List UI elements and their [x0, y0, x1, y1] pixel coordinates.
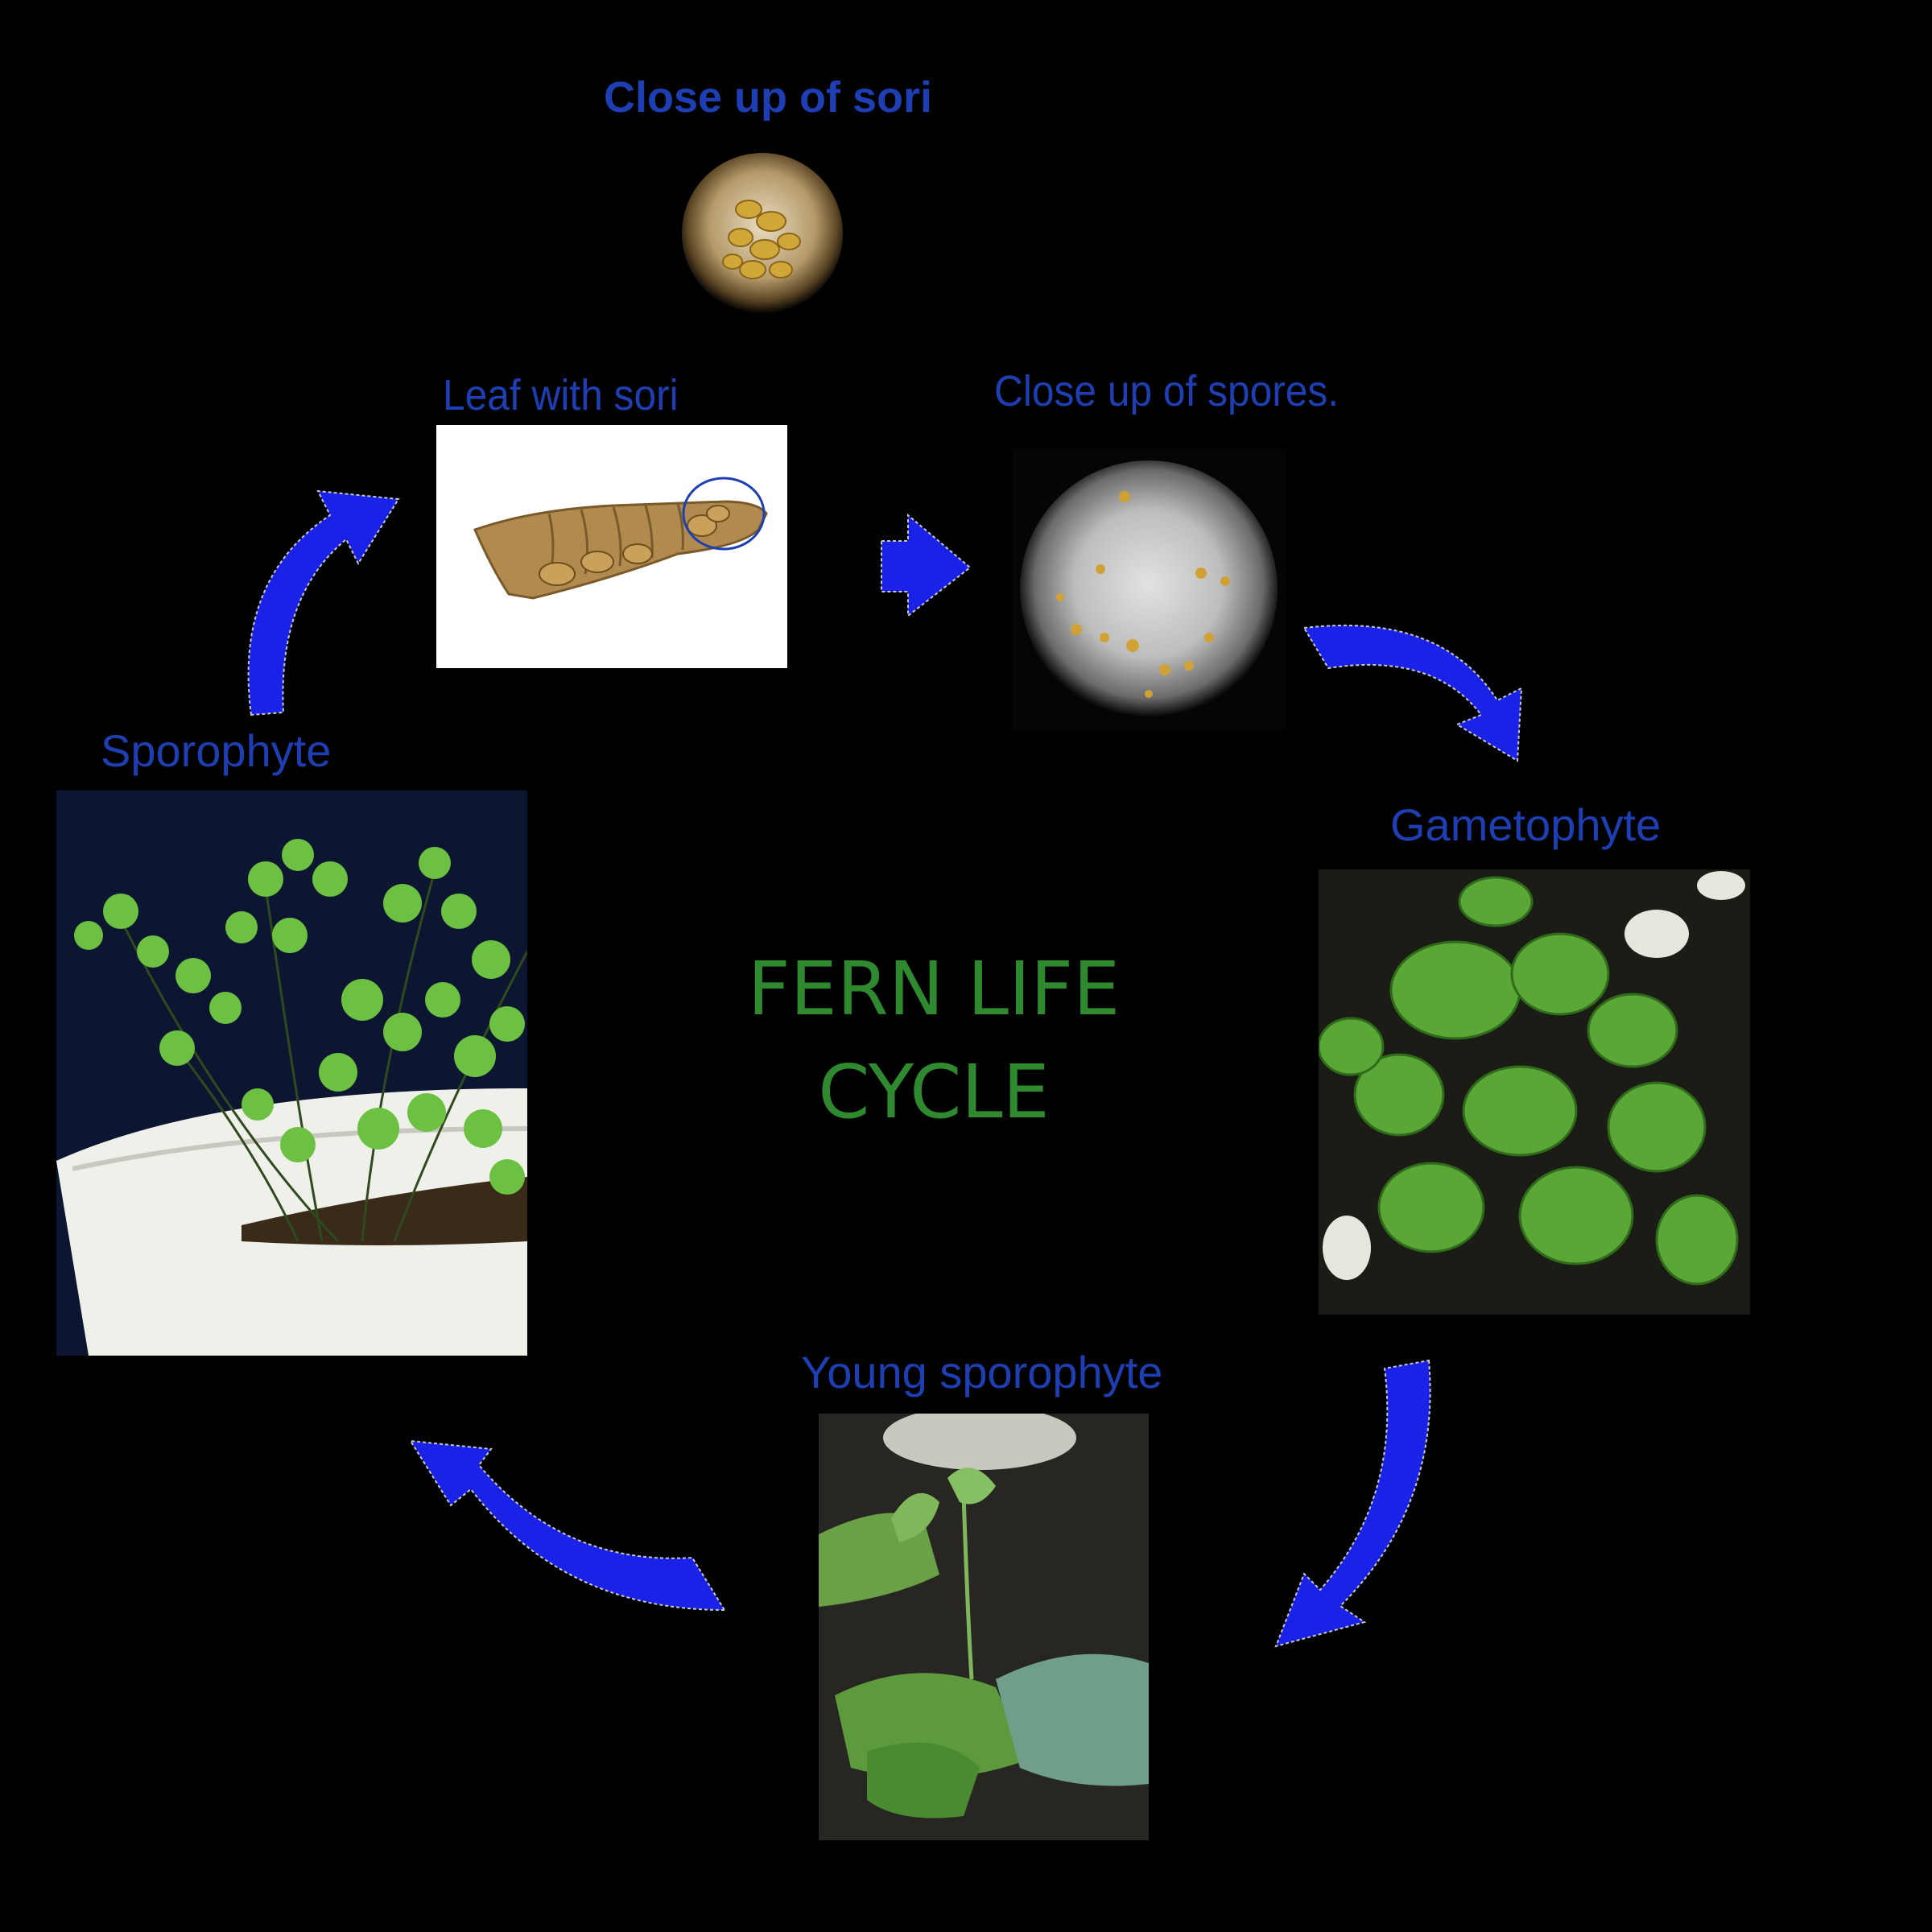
young-sporophyte-photo: [819, 1414, 1149, 1840]
arrow-spores-to-gametophyte: [1302, 624, 1523, 762]
label-young-sporophyte: Young sporophyte: [801, 1347, 1163, 1397]
label-gametophyte: Gametophyte: [1390, 799, 1662, 850]
label-spores-closeup: Close up of spores.: [994, 367, 1340, 415]
leaf-with-sori-photo: [436, 425, 787, 668]
label-leaf-with-sori: Leaf with sori: [443, 371, 679, 419]
arrow-gametophyte-to-young: [1274, 1359, 1431, 1648]
title-line-1: FERN LIFE: [747, 946, 1121, 1032]
sporophyte-photo: [56, 791, 527, 1356]
arrow-sporophyte-to-leaf: [247, 489, 400, 716]
label-sporophyte: Sporophyte: [101, 725, 332, 776]
gametophyte-photo: [1319, 869, 1750, 1315]
arrow-leaf-to-spores: [881, 513, 972, 618]
title-line-2: CYCLE: [818, 1049, 1050, 1135]
diagram-title: FERN LIFE CYCLE: [660, 938, 1208, 1144]
spores-closeup-photo: [1012, 448, 1286, 730]
sori-closeup-photo: [676, 149, 849, 322]
arrow-young-to-sporophyte: [409, 1439, 726, 1612]
label-sori-closeup: Close up of sori: [604, 73, 933, 122]
